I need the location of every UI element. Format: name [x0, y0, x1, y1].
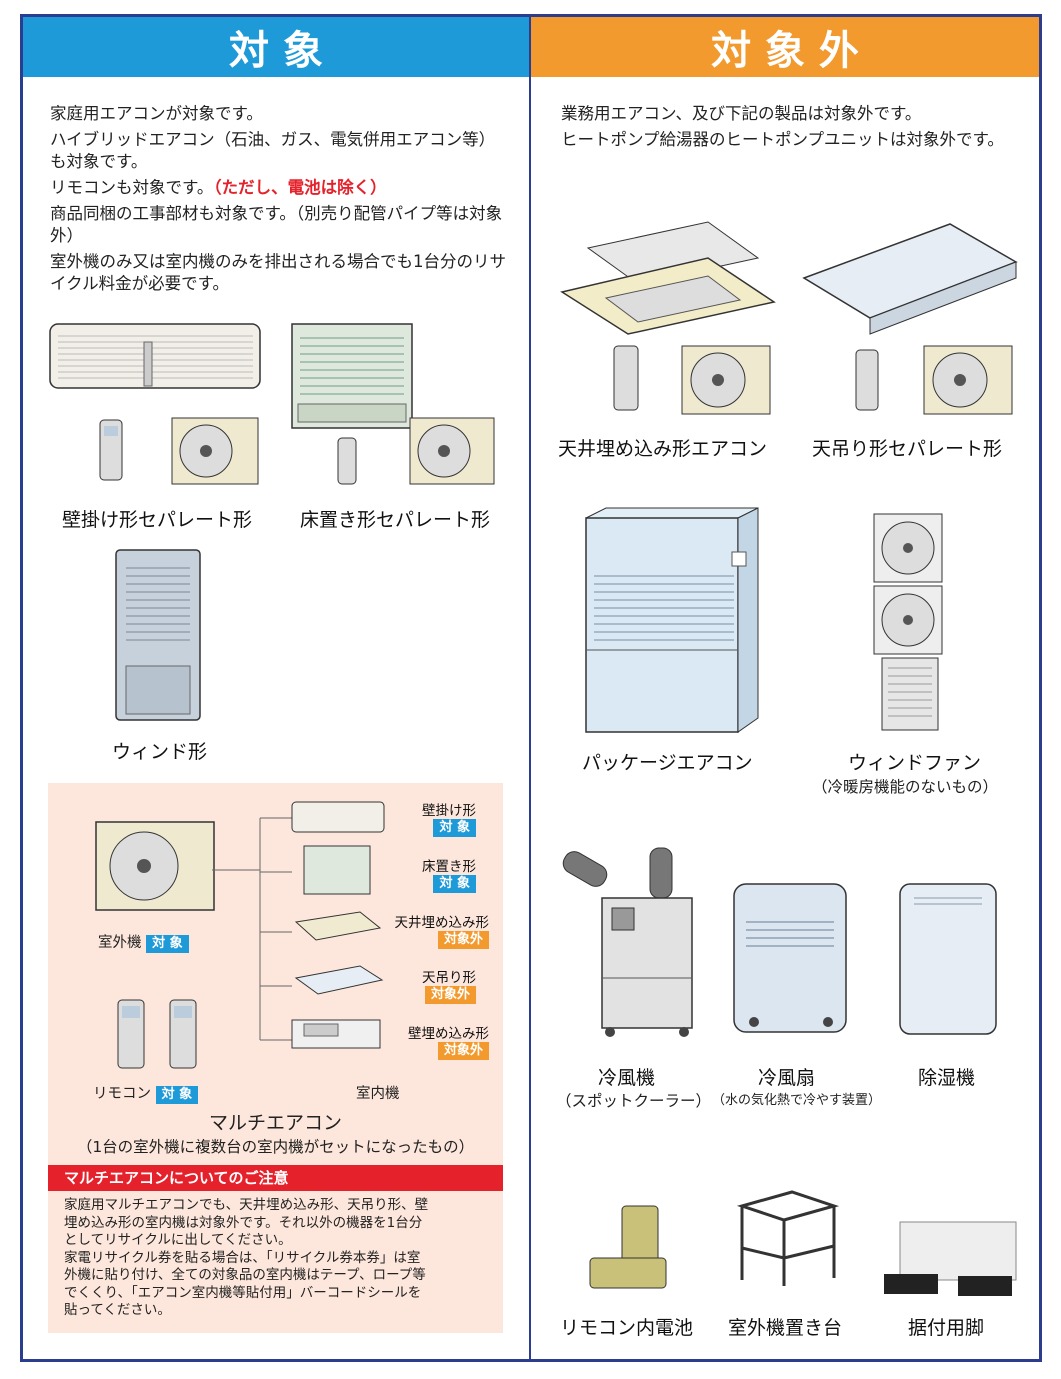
header-target: 対 象: [23, 17, 529, 77]
outdoor-unit-tag: 対 象: [146, 935, 189, 953]
unit-ceiling-embedded-tag: 対象外: [437, 931, 489, 949]
left-para-3: 商品同梱の工事部材も対象です。（別売り配管パイプ等は対象外）: [50, 204, 503, 245]
unit-wall-mounted: 壁掛け形対 象: [422, 803, 476, 837]
multi-ac-subtitle: （1台の室外機に複数台の室内機がセットになったもの）: [76, 1138, 475, 1156]
caption-outdoor-stand: 室外機置き台: [728, 1317, 843, 1339]
header-excluded: 対 象 外: [531, 17, 1039, 77]
window-fan-illustration: [873, 513, 943, 731]
unit-ceiling-embedded: 天井埋め込み形対象外: [394, 915, 489, 949]
indoor-unit-label: 室内機: [356, 1086, 400, 1102]
ceiling-embedded-ac-illustration: [560, 221, 776, 415]
caption-ceiling-suspended: 天吊り形セパレート形: [812, 438, 1003, 460]
column-divider: [529, 17, 531, 1360]
unit-wall-mounted-tag: 対 象: [433, 819, 476, 837]
caption-ceiling-embedded: 天井埋め込み形エアコン: [558, 438, 768, 460]
caption-wall-mounted: 壁掛け形セパレート形: [62, 509, 253, 531]
page-frame: [20, 14, 1042, 1362]
left-para-2: ハイブリッドエアコン（石油、ガス、電気併用エアコン等）も対象です。: [50, 130, 496, 171]
outdoor-stand-illustration: [736, 1190, 840, 1286]
floor-standing-ac-illustration: [291, 323, 495, 485]
unit-floor-standing-tag: 対 象: [433, 875, 476, 893]
package-ac-illustration: [585, 507, 759, 733]
battery-excluded-note: （ただし、電池は除く）: [213, 178, 387, 197]
ceiling-suspended-ac-illustration: [802, 223, 1018, 415]
multi-remote-illustration: [117, 999, 197, 1069]
unit-wall-embedded-tag: 対象外: [437, 1042, 489, 1060]
mounting-feet-illustration: [884, 1221, 1017, 1296]
left-description: 家庭用エアコンが対象です。 ハイブリッドエアコン（石油、ガス、電気併用エアコン等…: [50, 103, 510, 299]
notice-line: 貼ってください。: [64, 1302, 171, 1318]
battery-illustration: [589, 1205, 667, 1289]
caption-dehumidifier: 除湿機: [918, 1067, 976, 1089]
caption-mounting-feet: 据付用脚: [908, 1317, 985, 1339]
multi-notice-header: マルチエアコンについてのご注意: [48, 1165, 503, 1191]
cool-fan-illustration: [733, 883, 847, 1033]
unit-floor-standing: 床置き形対 象: [422, 859, 476, 893]
wall-mounted-ac-illustration: [49, 323, 261, 485]
notice-line: 家電リサイクル券を貼る場合は、「リサイクル券本券」は室: [64, 1249, 421, 1266]
caption-window-fan: ウィンドファン: [848, 752, 982, 774]
notice-line: でくくり、「エアコン室内機等貼付用」バーコードシールを: [64, 1284, 422, 1301]
remote-tag: 対 象: [155, 1086, 199, 1104]
left-remote-line: リモコンも対象です。（ただし、電池は除く）: [50, 178, 387, 197]
notice-line: 外機に貼り付け、全ての対象品の室内機はテープ、ロープ等: [64, 1267, 426, 1283]
notice-line: 埋め込み形の室内機は対象外です。それ以外の機器を1台分: [64, 1214, 423, 1231]
spot-cooler-illustration: [562, 847, 693, 1037]
dehumidifier-illustration: [899, 883, 997, 1035]
right-para-1: 業務用エアコン、及び下記の製品は対象外です。: [561, 104, 922, 123]
unit-ceiling-suspended-tag: 対象外: [424, 986, 476, 1004]
right-description: 業務用エアコン、及び下記の製品は対象外です。 ヒートポンプ給湯器のヒートポンプユ…: [561, 103, 1021, 155]
multi-ac-title: マルチエアコン: [208, 1112, 342, 1134]
window-ac-illustration: [115, 549, 201, 721]
caption-cool-fan: 冷風扇: [758, 1067, 816, 1089]
caption-battery: リモコン内電池: [560, 1317, 694, 1339]
notice-line: としてリサイクルに出してください。: [64, 1232, 292, 1248]
multi-outdoor-unit-illustration: [95, 821, 215, 911]
remote-label: リモコン 対 象: [93, 1082, 199, 1104]
right-para-2: ヒートポンプ給湯器のヒートポンプユニットは対象外です。: [561, 130, 1004, 149]
unit-wall-embedded: 壁埋め込み形対象外: [408, 1026, 489, 1060]
caption-spot-cooler-note: （スポットクーラー）: [556, 1092, 712, 1110]
caption-cool-fan-note: （水の気化熱で冷やす装置）: [712, 1093, 882, 1108]
unit-ceiling-suspended: 天吊り形対象外: [422, 970, 476, 1004]
left-para-1: 家庭用エアコンが対象です。: [50, 104, 263, 123]
multi-connector-lines: [212, 817, 292, 1041]
notice-line: 家庭用マルチエアコンでも、天井埋め込み形、天吊り形、壁: [64, 1197, 429, 1213]
header-target-title: 対 象: [229, 28, 323, 74]
caption-package-ac: パッケージエアコン: [582, 752, 753, 774]
caption-window-fan-note: （冷暖房機能のないもの）: [812, 778, 999, 796]
multi-notice-text: 家庭用マルチエアコンでも、天井埋め込み形、天吊り形、壁 埋め込み形の室内機は対象…: [64, 1197, 494, 1320]
header-excluded-title: 対 象 外: [711, 28, 859, 74]
caption-window-type: ウィンド形: [112, 741, 208, 763]
left-para-4: 室外機のみ又は室内機のみを排出される場合でも1台分のリサイクル料金が必要です。: [50, 252, 506, 293]
outdoor-unit-label: 室外機 対 象: [98, 931, 189, 953]
caption-floor-standing: 床置き形セパレート形: [300, 509, 491, 531]
caption-spot-cooler: 冷風機: [598, 1067, 656, 1089]
multi-indoor-units-illustration: [291, 801, 385, 1049]
